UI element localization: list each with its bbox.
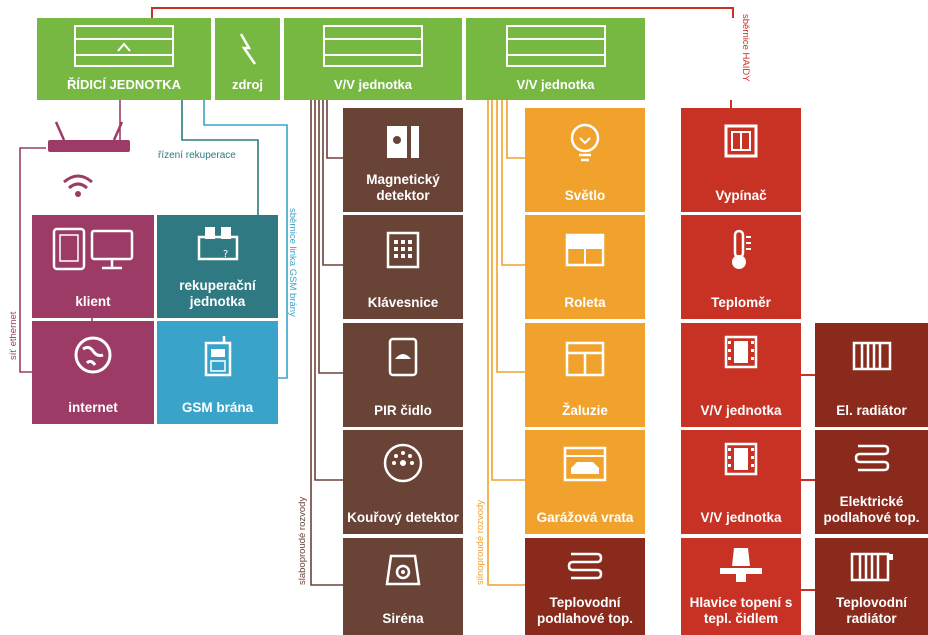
io-module-icon — [724, 335, 758, 369]
pir-sensor-box[interactable]: PIR čidlo — [343, 323, 463, 427]
ethernet-wire-label: síť ethernet — [8, 311, 19, 360]
water-radiator-label: Teplovodní radiátor — [836, 595, 907, 626]
io-unit-box-1[interactable]: V/V jednotka — [284, 18, 462, 100]
bus-io-unit-box-2[interactable]: V/V jednotka — [681, 430, 801, 534]
client-box[interactable]: klient — [32, 215, 154, 318]
switch-label: Vypínač — [715, 188, 767, 203]
pir-sensor-icon — [388, 337, 418, 377]
electric-floor-heating-box[interactable]: Elektrické podlahové top. — [815, 430, 928, 534]
siren-box[interactable]: Siréna — [343, 538, 463, 635]
magnetic-detector-icon — [387, 126, 419, 158]
switch-box[interactable]: Vypínač — [681, 108, 801, 212]
radiator-valve-box[interactable]: Hlavice topení s tepl. čidlem — [681, 538, 801, 635]
power-supply-box[interactable]: zdroj — [215, 18, 280, 100]
shutter-label: Žaluzie — [562, 403, 608, 418]
control-unit-label: ŘÍDICÍ JEDNOTKA — [66, 77, 182, 92]
io-unit-box-2[interactable]: V/V jednotka — [466, 18, 645, 100]
pir-sensor-label: PIR čidlo — [374, 403, 432, 418]
wifi-icon — [63, 174, 93, 197]
io-module-icon — [505, 25, 606, 67]
siren-label: Siréna — [382, 611, 424, 626]
smoke-detector-label: Kouřový detektor — [347, 510, 459, 525]
power-supply-label: zdroj — [231, 77, 264, 92]
lightning-icon — [239, 33, 256, 65]
router-icon — [48, 121, 130, 152]
garage-door-box[interactable]: Garážová vrata — [525, 430, 645, 534]
roller-blind-label: Roleta — [564, 295, 606, 310]
high-voltage-wire-label: silnoproudé rozvody — [475, 499, 486, 585]
radiator-icon — [852, 341, 891, 371]
control-unit-box[interactable]: ŘÍDICÍ JEDNOTKA — [37, 18, 211, 100]
gsm-gate-label: GSM brána — [181, 400, 254, 415]
bus-io-unit-label-2: V/V jednotka — [700, 510, 782, 525]
garage-door-label: Garážová vrata — [536, 510, 634, 525]
client-label: klient — [75, 294, 111, 309]
switch-icon — [724, 124, 758, 158]
roller-blind-box[interactable]: Roleta — [525, 215, 645, 319]
water-radiator-box[interactable]: Teplovodní radiátor — [815, 538, 928, 635]
io-module-icon — [724, 442, 758, 476]
radiator-valve-label: Hlavice topení s tepl. čidlem — [689, 595, 793, 626]
globe-icon — [74, 336, 112, 374]
gsm-phone-icon — [204, 336, 231, 377]
thermometer-label: Teploměr — [711, 295, 771, 310]
low-voltage-wire-label: slaboproudé rozvody — [297, 496, 308, 585]
valve-head-icon — [720, 548, 762, 582]
gsm-gate-box[interactable]: GSM brána — [157, 321, 278, 424]
bus-io-unit-label-1: V/V jednotka — [700, 403, 782, 418]
bus-io-unit-box-1[interactable]: V/V jednotka — [681, 323, 801, 427]
tablet-icon — [52, 227, 134, 271]
internet-box[interactable]: internet — [32, 321, 154, 424]
light-label: Světlo — [564, 188, 606, 203]
magnetic-detector-box[interactable]: Magnetický detektor — [343, 108, 463, 212]
gsm-wire-label: sběrnice linka GSM brány — [287, 208, 298, 317]
recuperation-unit-label: rekuperační jednotka — [179, 278, 256, 309]
internet-label: internet — [68, 400, 118, 415]
electric-radiator-label: El. radiátor — [836, 403, 907, 418]
recuperation-unit-box[interactable]: ? rekuperační jednotka — [157, 215, 278, 318]
floor-heating-icon — [854, 444, 889, 472]
io-unit-label-2: V/V jednotka — [516, 77, 595, 92]
thermometer-icon — [732, 229, 751, 269]
monitor-icon — [90, 229, 134, 270]
control-unit-icon — [74, 25, 174, 67]
floor-heating-icon — [567, 552, 603, 580]
keypad-box[interactable]: Klávesnice — [343, 215, 463, 319]
svg-text:?: ? — [223, 249, 228, 260]
bus-wire-label: sběrnice HAIDY — [740, 14, 751, 82]
thermometer-box[interactable]: Teploměr — [681, 215, 801, 319]
garage-door-icon — [563, 446, 607, 482]
io-unit-label-1: V/V jednotka — [333, 77, 413, 92]
magnetic-detector-label: Magnetický detektor — [366, 172, 440, 203]
siren-icon — [385, 554, 421, 586]
smoke-detector-box[interactable]: Kouřový detektor — [343, 430, 463, 534]
recuperation-wire-label: řízení rekuperace — [158, 150, 236, 161]
io-module-icon — [323, 25, 423, 67]
keypad-label: Klávesnice — [367, 295, 439, 310]
shutter-icon — [565, 341, 605, 377]
electric-floor-heating-label: Elektrické podlahové top. — [823, 494, 920, 525]
recuperation-icon: ? — [197, 227, 238, 261]
light-box[interactable]: Světlo — [525, 108, 645, 212]
radiator-icon — [850, 552, 893, 582]
shutter-box[interactable]: Žaluzie — [525, 323, 645, 427]
keypad-icon — [386, 231, 420, 269]
floor-heating-water-label: Teplovodní podlahové top. — [537, 595, 633, 626]
roller-blind-icon — [565, 233, 605, 267]
electric-radiator-box[interactable]: El. radiátor — [815, 323, 928, 427]
smoke-detector-icon — [383, 443, 423, 483]
bulb-icon — [570, 123, 600, 162]
floor-heating-water-box[interactable]: Teplovodní podlahové top. — [525, 538, 645, 635]
